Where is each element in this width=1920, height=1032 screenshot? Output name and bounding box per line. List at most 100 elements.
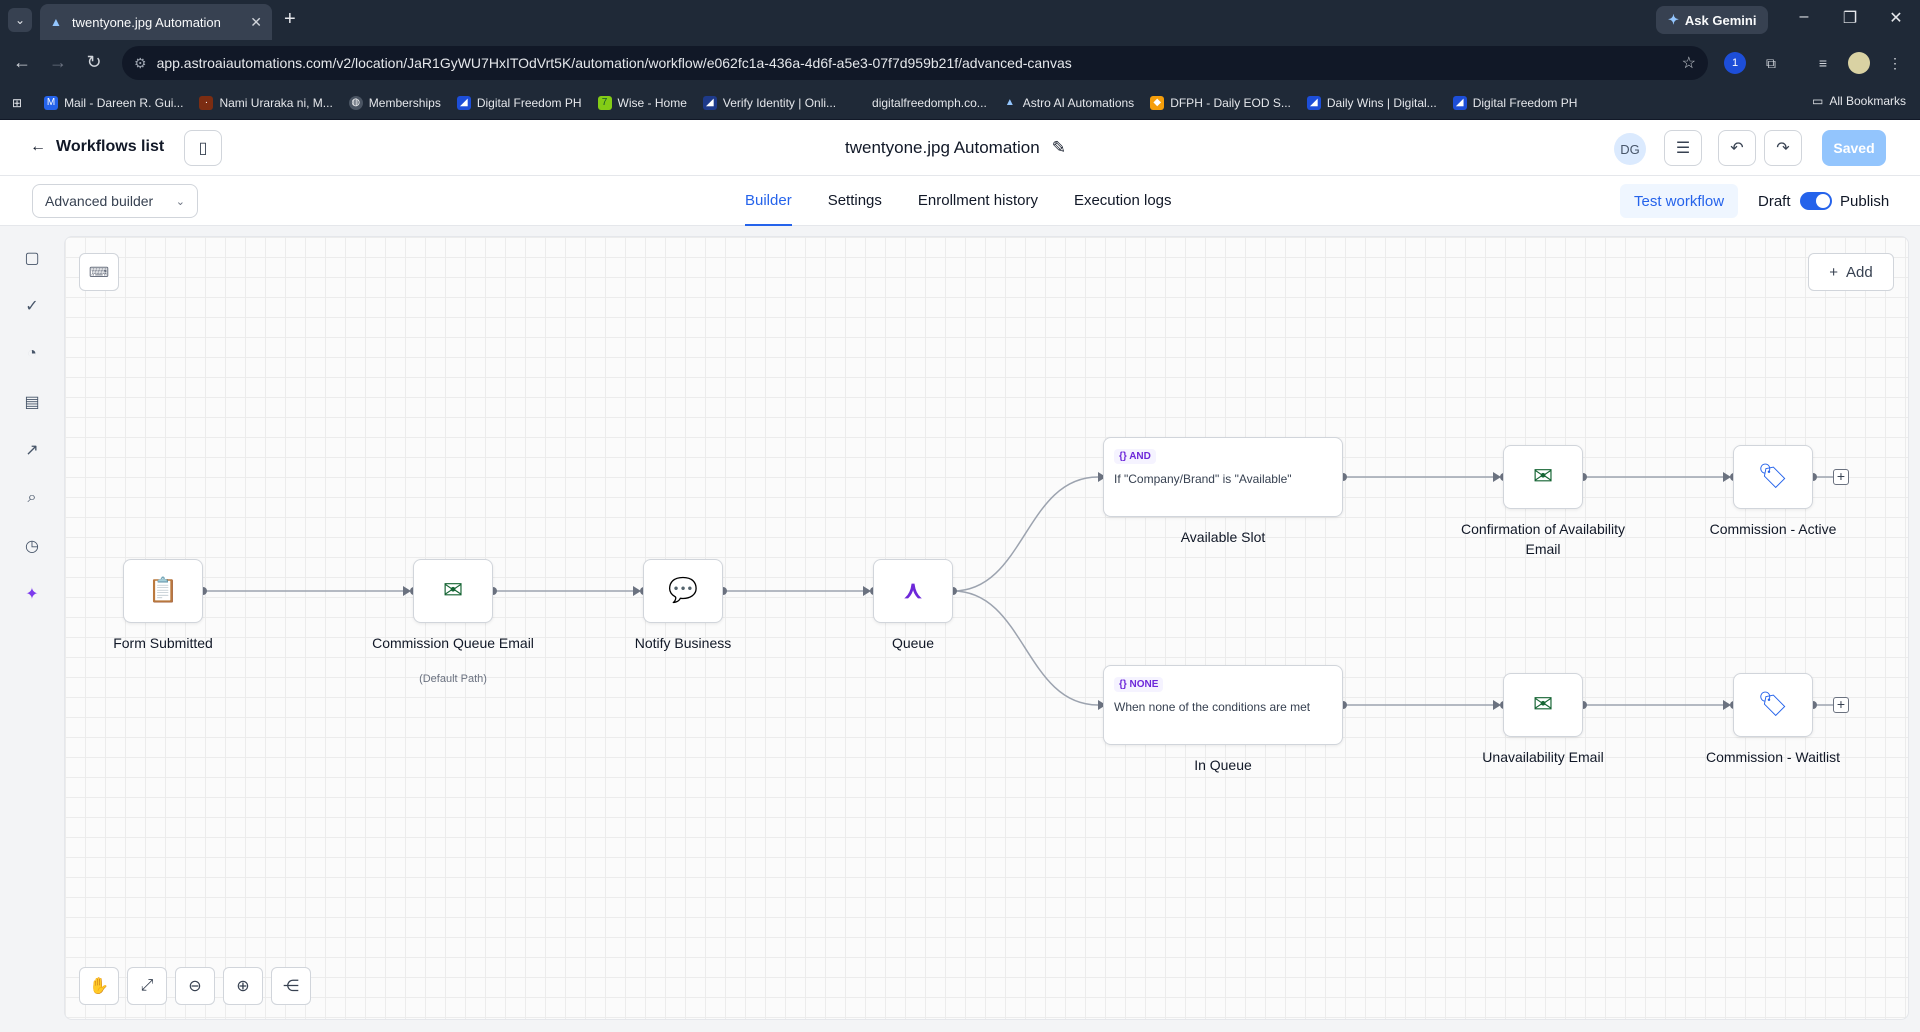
layout-tree-icon: ⋲ — [283, 978, 299, 995]
add-step-icon[interactable]: + — [1833, 469, 1849, 485]
check-circle-icon[interactable]: ✓ — [25, 298, 39, 315]
auto-layout-button[interactable]: ⋲ — [271, 967, 311, 1005]
node-commission-active[interactable]: 🏷 — [1733, 445, 1813, 509]
bookmark-item[interactable]: ◢Verify Identity | Onli... — [702, 95, 836, 110]
back-to-workflows-link[interactable]: ← Workflows list — [30, 138, 164, 156]
ask-gemini-label: Ask Gemini — [1684, 12, 1757, 28]
document-icon[interactable]: ▤ — [24, 394, 40, 411]
test-workflow-button[interactable]: Test workflow — [1620, 184, 1739, 218]
node-label: Commission Queue Email — [372, 635, 534, 651]
site-info-icon[interactable]: ⚙ — [134, 54, 147, 71]
profile-avatar-icon[interactable] — [1848, 52, 1870, 74]
reload-icon[interactable]: ↻ — [86, 52, 102, 72]
apps-grid-icon[interactable]: ⊞ — [12, 95, 23, 110]
workflow-canvas[interactable]: ⌨ + Add — [64, 236, 1909, 1020]
bookmark-item[interactable]: ◢Daily Wins | Digital... — [1306, 95, 1437, 110]
add-button[interactable]: + Add — [1808, 253, 1894, 291]
all-bookmarks[interactable]: ▭All Bookmarks — [1811, 94, 1906, 108]
bookmark-item[interactable]: ◢Digital Freedom PH — [1452, 95, 1577, 110]
node-commission-waitlist[interactable]: 🏷 — [1733, 673, 1813, 737]
node-queue[interactable]: ⋏ — [873, 559, 953, 623]
minimize-icon[interactable]: – — [1799, 8, 1809, 25]
notes-button[interactable]: ☰ — [1664, 130, 1702, 166]
browser-menu-icon[interactable]: ⋮ — [1888, 55, 1902, 71]
verify-icon: ◢ — [702, 95, 717, 110]
saved-button[interactable]: Saved — [1822, 130, 1886, 166]
branch-in-queue[interactable]: {} NONE When none of the conditions are … — [1103, 665, 1343, 745]
arrowhead — [1098, 472, 1106, 482]
bookmark-star-icon[interactable]: ☆ — [1681, 55, 1696, 72]
ai-sparkle-icon[interactable]: ✦ — [25, 586, 39, 603]
node-label: Notify Business — [634, 635, 732, 651]
bookmark-item[interactable]: ◆DFPH - Daily EOD S... — [1150, 95, 1291, 110]
branch-available-slot[interactable]: {} AND If "Company/Brand" is "Available" — [1103, 437, 1343, 517]
tab-builder[interactable]: Builder — [745, 176, 792, 226]
pie-chart-icon[interactable]: ◔ — [27, 345, 37, 362]
search-icon[interactable]: ⌕ — [27, 489, 37, 506]
add-label: Add — [1846, 263, 1873, 281]
history-icon[interactable]: ◷ — [25, 538, 39, 555]
bookmark-item[interactable]: ▲Astro AI Automations — [1003, 96, 1134, 110]
restore-icon[interactable]: ❐ — [1842, 10, 1858, 27]
zoom-in-button[interactable]: ⊕ — [223, 967, 263, 1005]
close-window-icon[interactable]: ✕ — [1889, 10, 1903, 27]
arrowhead — [1723, 472, 1731, 482]
tag-icon: 🏷 — [1757, 463, 1789, 490]
ask-gemini-button[interactable]: ✦ Ask Gemini — [1656, 6, 1769, 34]
publish-label: Publish — [1840, 193, 1890, 210]
tab-title: twentyone.jpg Automation — [72, 14, 221, 30]
workflow-connections — [199, 472, 1833, 710]
email-icon: ✉ — [1532, 691, 1554, 718]
zoom-out-icon: ⊖ — [188, 978, 202, 995]
clipboard-icon: 📋 — [148, 577, 178, 604]
workflow-subheader: Advanced builder ⌄ Builder Settings Enro… — [0, 176, 1920, 226]
bookmark-item[interactable]: ·Nami Uraraka ni, M... — [199, 95, 333, 110]
bookmark-item[interactable]: ◍Memberships — [348, 95, 441, 110]
undo-button[interactable]: ↶ — [1718, 130, 1756, 166]
node-label: Queue — [891, 635, 935, 651]
toggle-sidebar-button[interactable]: ▯ — [184, 130, 222, 166]
external-link-icon[interactable]: ↗ — [25, 442, 39, 459]
publish-toggle[interactable] — [1800, 192, 1832, 210]
media-queue-icon[interactable]: ≡ — [1818, 55, 1828, 71]
tab-search-icon[interactable]: ⌄ — [8, 8, 32, 32]
bookmark-item[interactable]: digitalfreedomph.co... — [852, 96, 987, 110]
pan-hand-button[interactable]: ✋ — [79, 967, 119, 1005]
expand-icon: ⤢ — [140, 977, 154, 994]
address-bar[interactable]: ⚙ app.astroaiautomations.com/v2/location… — [122, 46, 1708, 80]
box-icon: ◆ — [1150, 95, 1165, 110]
add-step-icon[interactable]: + — [1833, 697, 1849, 713]
keyboard-shortcuts-button[interactable]: ⌨ — [79, 253, 119, 291]
puzzle-extensions-icon[interactable]: ⧉ — [1766, 55, 1776, 71]
builder-mode-select[interactable]: Advanced builder ⌄ — [32, 184, 198, 218]
browser-tab[interactable]: ▲ twentyone.jpg Automation ✕ — [40, 4, 272, 40]
avatar[interactable]: DG — [1614, 133, 1646, 165]
app-header: ← Workflows list ▯ twentyone.jpg Automat… — [0, 120, 1920, 176]
fit-view-button[interactable]: ⤢ — [127, 967, 167, 1005]
node-notify-business[interactable]: 💬 — [643, 559, 723, 623]
extension-icon[interactable]: 1 — [1724, 52, 1746, 74]
node-form-submitted[interactable]: 📋 — [123, 559, 203, 623]
astro-favicon-icon: ▲ — [50, 15, 62, 29]
back-icon[interactable]: ← — [13, 52, 31, 72]
pencil-edit-icon[interactable]: ✎ — [1051, 138, 1066, 157]
forward-icon[interactable]: → — [49, 52, 67, 72]
branch-label: Available Slot — [1180, 529, 1266, 545]
dfph-icon: ◢ — [1306, 95, 1321, 110]
redo-button[interactable]: ↷ — [1764, 130, 1802, 166]
bookmark-item[interactable]: ◢Digital Freedom PH — [456, 95, 582, 110]
node-unavailability-email[interactable]: ✉ — [1503, 673, 1583, 737]
tab-execution-logs[interactable]: Execution logs — [1073, 191, 1172, 209]
close-tab-icon[interactable]: ✕ — [250, 13, 262, 30]
tab-enrollment-history[interactable]: Enrollment history — [917, 191, 1038, 209]
node-confirmation-email[interactable]: ✉ — [1503, 445, 1583, 509]
zoom-out-button[interactable]: ⊖ — [175, 967, 215, 1005]
new-tab-icon[interactable]: + — [284, 8, 296, 30]
comment-icon[interactable]: ▢ — [24, 250, 40, 267]
tab-settings[interactable]: Settings — [827, 191, 882, 209]
astro-icon: ▲ — [1004, 96, 1015, 108]
node-commission-queue-email[interactable]: ✉ — [413, 559, 493, 623]
